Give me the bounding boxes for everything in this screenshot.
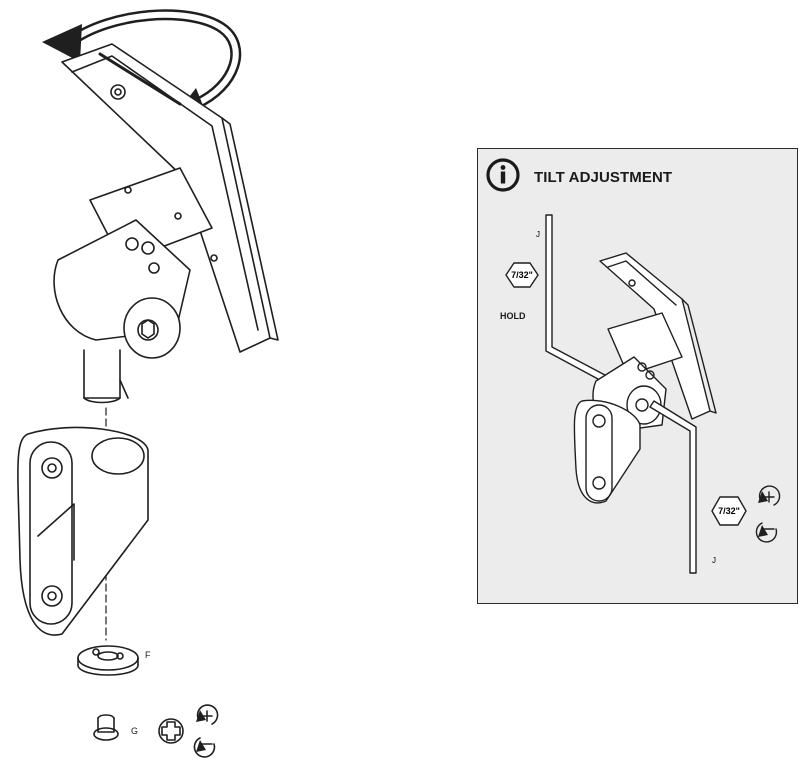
hex-size-label-top: 7/32" — [511, 270, 533, 280]
base-bracket — [17, 426, 149, 636]
part-label-j-top: J — [536, 230, 540, 239]
base-bracket-small — [573, 399, 641, 504]
panel-title: TILT ADJUSTMENT — [534, 169, 673, 186]
tablet-plate-small — [599, 252, 717, 420]
hold-label: HOLD — [500, 311, 526, 321]
screw-part-g — [93, 714, 119, 741]
plus-minus-rotation-icon — [193, 704, 219, 758]
hex-wrench-icon-bottom — [711, 496, 747, 526]
info-icon — [486, 158, 520, 192]
mount-post — [83, 349, 129, 404]
washer-part-f — [77, 645, 139, 676]
hex-wrench-icon-top — [505, 262, 539, 288]
part-label-f: F — [145, 650, 151, 660]
tilt-adjustment-panel: TILT ADJUSTMENT — [477, 148, 798, 604]
tilt-diagram: 7/32" 7/32" J J — [505, 214, 781, 574]
allen-key-bottom — [649, 400, 697, 574]
hex-size-label-bottom: 7/32" — [718, 506, 740, 516]
plus-minus-rotation-icon-panel — [755, 485, 781, 543]
phillips-screwdriver-icon — [158, 718, 184, 744]
swivel-head — [53, 219, 191, 359]
part-label-j-bottom: J — [712, 556, 716, 565]
part-label-g: G — [131, 726, 139, 736]
